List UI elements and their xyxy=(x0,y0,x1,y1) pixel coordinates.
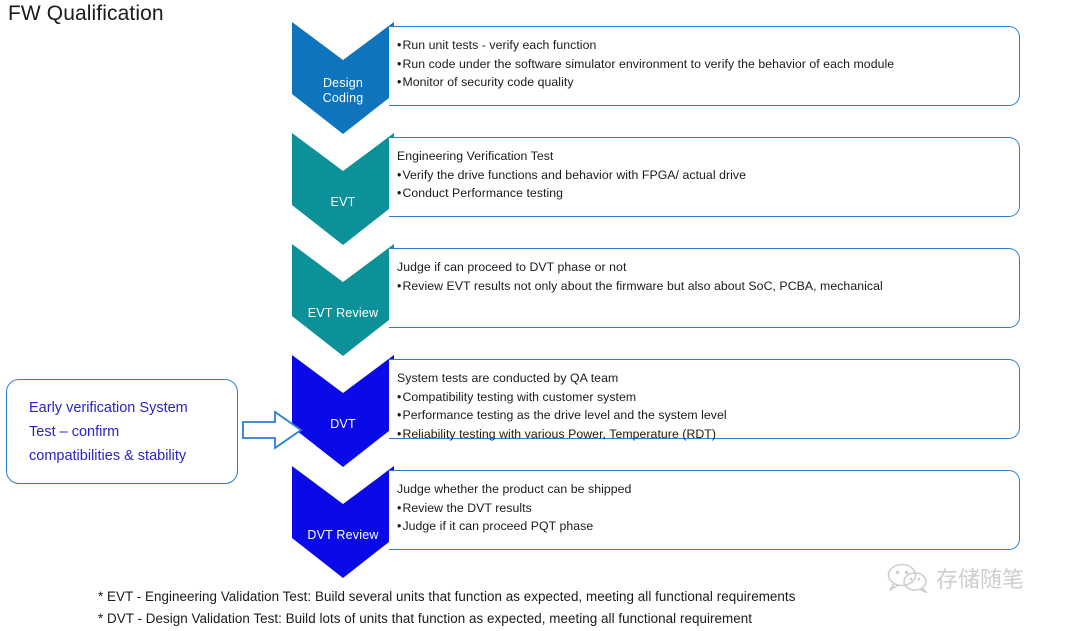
flow-step-detail-box: Engineering Verification TestVerify the … xyxy=(389,137,1020,217)
footnotes: * EVT - Engineering Validation Test: Bui… xyxy=(98,586,998,630)
flow-step-detail-box: Judge if can proceed to DVT phase or not… xyxy=(389,248,1020,328)
detail-bullet: Monitor of security code quality xyxy=(397,73,1009,92)
right-arrow-icon xyxy=(241,408,303,452)
flow-step-detail-box: Judge whether the product can be shipped… xyxy=(389,470,1020,550)
detail-bullet: Conduct Performance testing xyxy=(397,184,1009,203)
flow-step-chevron[interactable] xyxy=(292,355,394,467)
detail-bullet: Reliability testing with various Power, … xyxy=(397,425,1009,444)
detail-heading: Engineering Verification Test xyxy=(397,149,554,163)
detail-bullet: Run code under the software simulator en… xyxy=(397,55,1009,74)
footnote-line: * DVT - Design Validation Test: Build lo… xyxy=(98,611,752,626)
detail-heading: Judge whether the product can be shipped xyxy=(397,482,632,496)
flow-step-chevron[interactable] xyxy=(292,133,394,245)
detail-bullet: Run unit tests - verify each function xyxy=(397,36,1009,55)
page-title: FW Qualification xyxy=(8,2,164,25)
flow-step-detail-box: System tests are conducted by QA teamCom… xyxy=(389,359,1020,441)
detail-bullet: Compatibility testing with customer syst… xyxy=(397,388,1009,407)
flow-step-chevron[interactable] xyxy=(292,466,394,578)
detail-bullet: Judge if it can proceed PQT phase xyxy=(397,517,1009,536)
flow-step-detail-box: Run unit tests - verify each functionRun… xyxy=(389,26,1020,106)
detail-bullet: Review the DVT results xyxy=(397,499,1009,518)
footnote-line: * EVT - Engineering Validation Test: Bui… xyxy=(98,589,796,604)
callout-text: Early verification System Test – confirm… xyxy=(29,399,188,464)
detail-heading: System tests are conducted by QA team xyxy=(397,371,619,385)
detail-bullet: Review EVT results not only about the fi… xyxy=(397,277,1009,296)
flow-step-chevron[interactable] xyxy=(292,244,394,356)
detail-bullet: Performance testing as the drive level a… xyxy=(397,406,1009,425)
callout-box: Early verification System Test – confirm… xyxy=(6,379,238,484)
flow-step-chevron[interactable] xyxy=(292,22,394,134)
detail-heading: Judge if can proceed to DVT phase or not xyxy=(397,260,627,274)
detail-bullet: Verify the drive functions and behavior … xyxy=(397,166,1009,185)
qualification-flow-diagram: Design CodingRun unit tests - verify eac… xyxy=(0,0,1080,580)
